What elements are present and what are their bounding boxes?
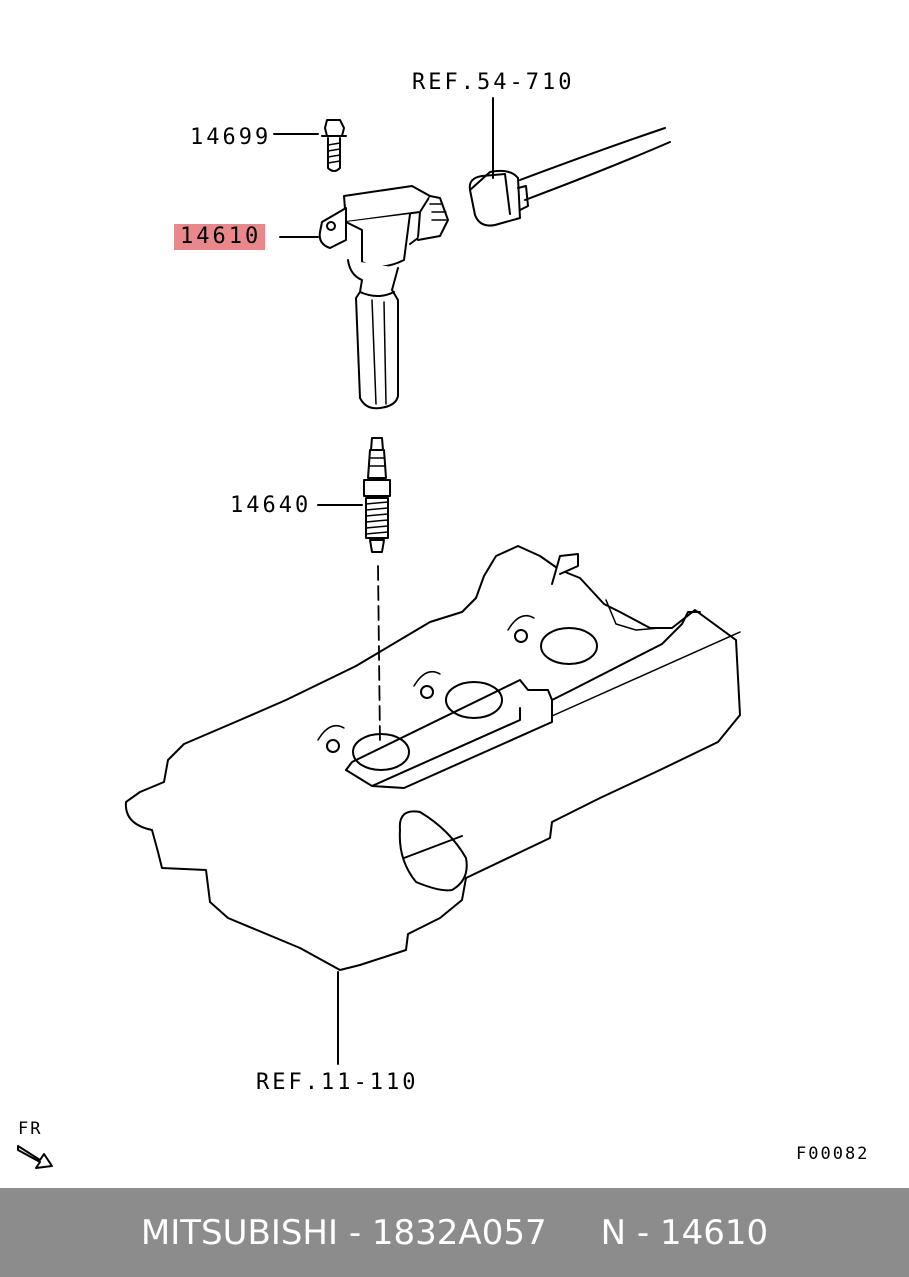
front-arrow-icon (17, 1145, 53, 1169)
parts-diagram (17, 97, 741, 1169)
spark-plug-part-label: 14640 (230, 493, 312, 518)
footer-text: MITSUBISHI - 1832A057 N - 14610 (140, 1212, 769, 1253)
leader-lines (273, 97, 494, 1065)
ignition-coil-drawing (318, 185, 449, 410)
cover-reference-label: REF.11-110 (256, 1070, 419, 1095)
connector-reference-label: REF.54-710 (412, 70, 575, 95)
ignition-coil-part-label: 14610 (174, 224, 266, 250)
front-indicator-label: FR (18, 1119, 43, 1139)
footer-bar: MITSUBISHI - 1832A057 N - 14610 (0, 1188, 909, 1277)
bolt-drawing (321, 119, 347, 172)
figure-code-label: F00082 (796, 1144, 870, 1164)
harness-connector-drawing (468, 127, 671, 227)
rocker-cover-drawing (124, 545, 741, 971)
spark-plug-drawing (363, 437, 391, 553)
bolt-part-label: 14699 (190, 125, 272, 150)
